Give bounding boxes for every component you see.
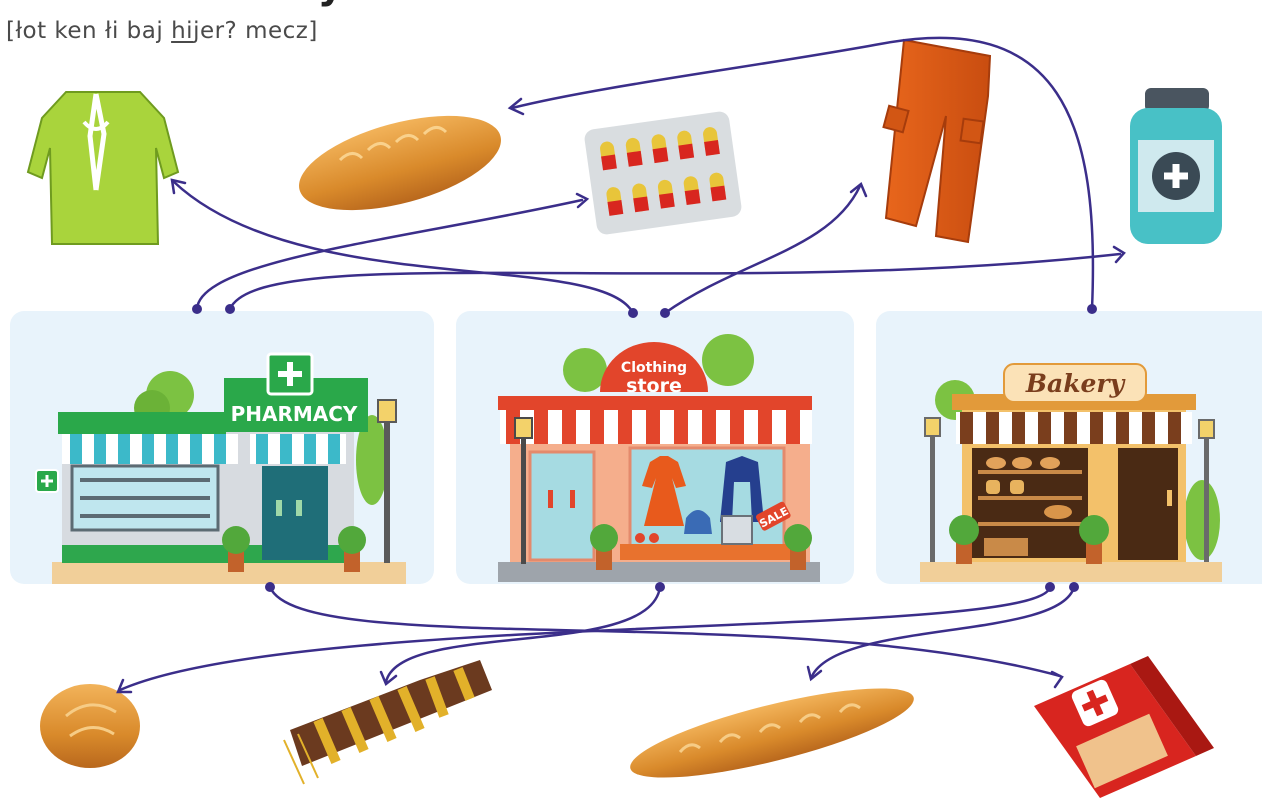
arrow-bakery-to-roll bbox=[120, 587, 1050, 690]
clothing-tree-right bbox=[702, 334, 754, 386]
pharmacy-plant-right bbox=[338, 526, 366, 554]
bread-roll-item bbox=[40, 684, 140, 768]
bakery-shelf-3 bbox=[978, 522, 1082, 526]
dot-pharmacy-pills bbox=[192, 304, 202, 314]
bakery-sign-text: Bakery bbox=[1025, 369, 1126, 398]
pharmacy-door-handle-left bbox=[276, 500, 282, 516]
bakery-plant-right bbox=[1079, 515, 1109, 545]
sunglasses-right-lens bbox=[649, 533, 659, 543]
bakery-bun-3 bbox=[1040, 457, 1060, 469]
dot-clothing-blouse bbox=[628, 308, 638, 318]
clothing-door-handle-right bbox=[570, 490, 575, 508]
green-blouse-item bbox=[28, 92, 178, 244]
arrow-pharmacy-to-pills bbox=[197, 200, 582, 309]
pharmacy-shelf-3 bbox=[80, 514, 210, 518]
pharmacy-sign-text: PHARMACY bbox=[231, 402, 358, 426]
bakery-pretzel bbox=[1044, 505, 1072, 519]
dot-clothing-scarf bbox=[655, 582, 665, 592]
dot-pharmacy-medicine bbox=[225, 304, 235, 314]
arrow-pharmacy-to-medicine bbox=[230, 254, 1120, 309]
bread-loaf-item bbox=[289, 97, 511, 228]
arrow-bakery-to-baguette bbox=[812, 587, 1074, 676]
pharmacy-roof bbox=[58, 412, 226, 434]
bakery-plant-left bbox=[949, 515, 979, 545]
sunglasses-left-lens bbox=[635, 533, 645, 543]
bakery-bread-2 bbox=[1010, 480, 1024, 494]
clothing-tree-left bbox=[563, 348, 607, 392]
pharmacy-shelf-1 bbox=[80, 478, 210, 482]
dot-bakery-loaf bbox=[1087, 304, 1097, 314]
clothing-lamp bbox=[515, 418, 532, 438]
clothing-lamp-post bbox=[521, 430, 526, 564]
pharmacy-lamp-post bbox=[384, 415, 390, 563]
dot-bakery-baguette bbox=[1069, 582, 1079, 592]
bakery-tree-right bbox=[1184, 480, 1220, 560]
bakery-shelf-2 bbox=[978, 496, 1082, 500]
bakery-counter-box bbox=[984, 538, 1028, 556]
bakery-door-handle bbox=[1167, 490, 1172, 506]
bakery-plant-pot-left bbox=[956, 542, 972, 564]
dot-clothing-trousers bbox=[660, 308, 670, 318]
medicine-bottle-item bbox=[1130, 88, 1222, 244]
pill-blister-item bbox=[583, 110, 742, 235]
bakery-plant-pot-right bbox=[1086, 542, 1102, 564]
pharmacy-plant-left bbox=[222, 526, 250, 554]
bakery-bun-2 bbox=[1012, 457, 1032, 469]
clothing-store-illustration: Clothing store SALE bbox=[498, 334, 820, 582]
bakery-sidewalk bbox=[920, 562, 1222, 582]
pharmacy-door bbox=[262, 466, 328, 560]
bakery-bread-1 bbox=[986, 480, 1000, 494]
baguette-item bbox=[624, 671, 921, 796]
dot-bakery-roll bbox=[1045, 582, 1055, 592]
clothing-window-ledge bbox=[620, 544, 792, 560]
clothing-sidewalk bbox=[498, 562, 820, 582]
clothing-door bbox=[530, 452, 594, 560]
bakery-lamp-left bbox=[925, 418, 940, 436]
pharmacy-lamp bbox=[378, 400, 396, 422]
orange-trousers-item bbox=[883, 40, 990, 242]
clothing-plant-right bbox=[784, 524, 812, 552]
shopping-basket-display bbox=[722, 516, 752, 544]
bakery-lamp-post-left bbox=[930, 428, 935, 562]
bakery-illustration: Bakery bbox=[920, 364, 1222, 582]
bakery-awning bbox=[956, 412, 1192, 444]
bakery-lamp-post-right bbox=[1204, 432, 1209, 562]
clothing-sign-line1: Clothing bbox=[621, 360, 687, 376]
clothing-awning bbox=[500, 410, 812, 444]
clothing-roof-band bbox=[498, 396, 812, 410]
bakery-lamp-right bbox=[1199, 420, 1214, 438]
pharmacy-illustration: PHARMACY bbox=[36, 354, 406, 584]
bakery-shelf-1 bbox=[978, 470, 1082, 474]
clothing-plant-left bbox=[590, 524, 618, 552]
pharmacy-shelf-2 bbox=[80, 496, 210, 500]
dot-pharmacy-plasters bbox=[265, 582, 275, 592]
clothing-sign-line2: store bbox=[626, 375, 682, 397]
pharmacy-awning bbox=[62, 434, 346, 464]
bakery-bun-1 bbox=[986, 457, 1006, 469]
clothing-door-handle-left bbox=[548, 490, 553, 508]
pharmacy-door-handle-right bbox=[296, 500, 302, 516]
